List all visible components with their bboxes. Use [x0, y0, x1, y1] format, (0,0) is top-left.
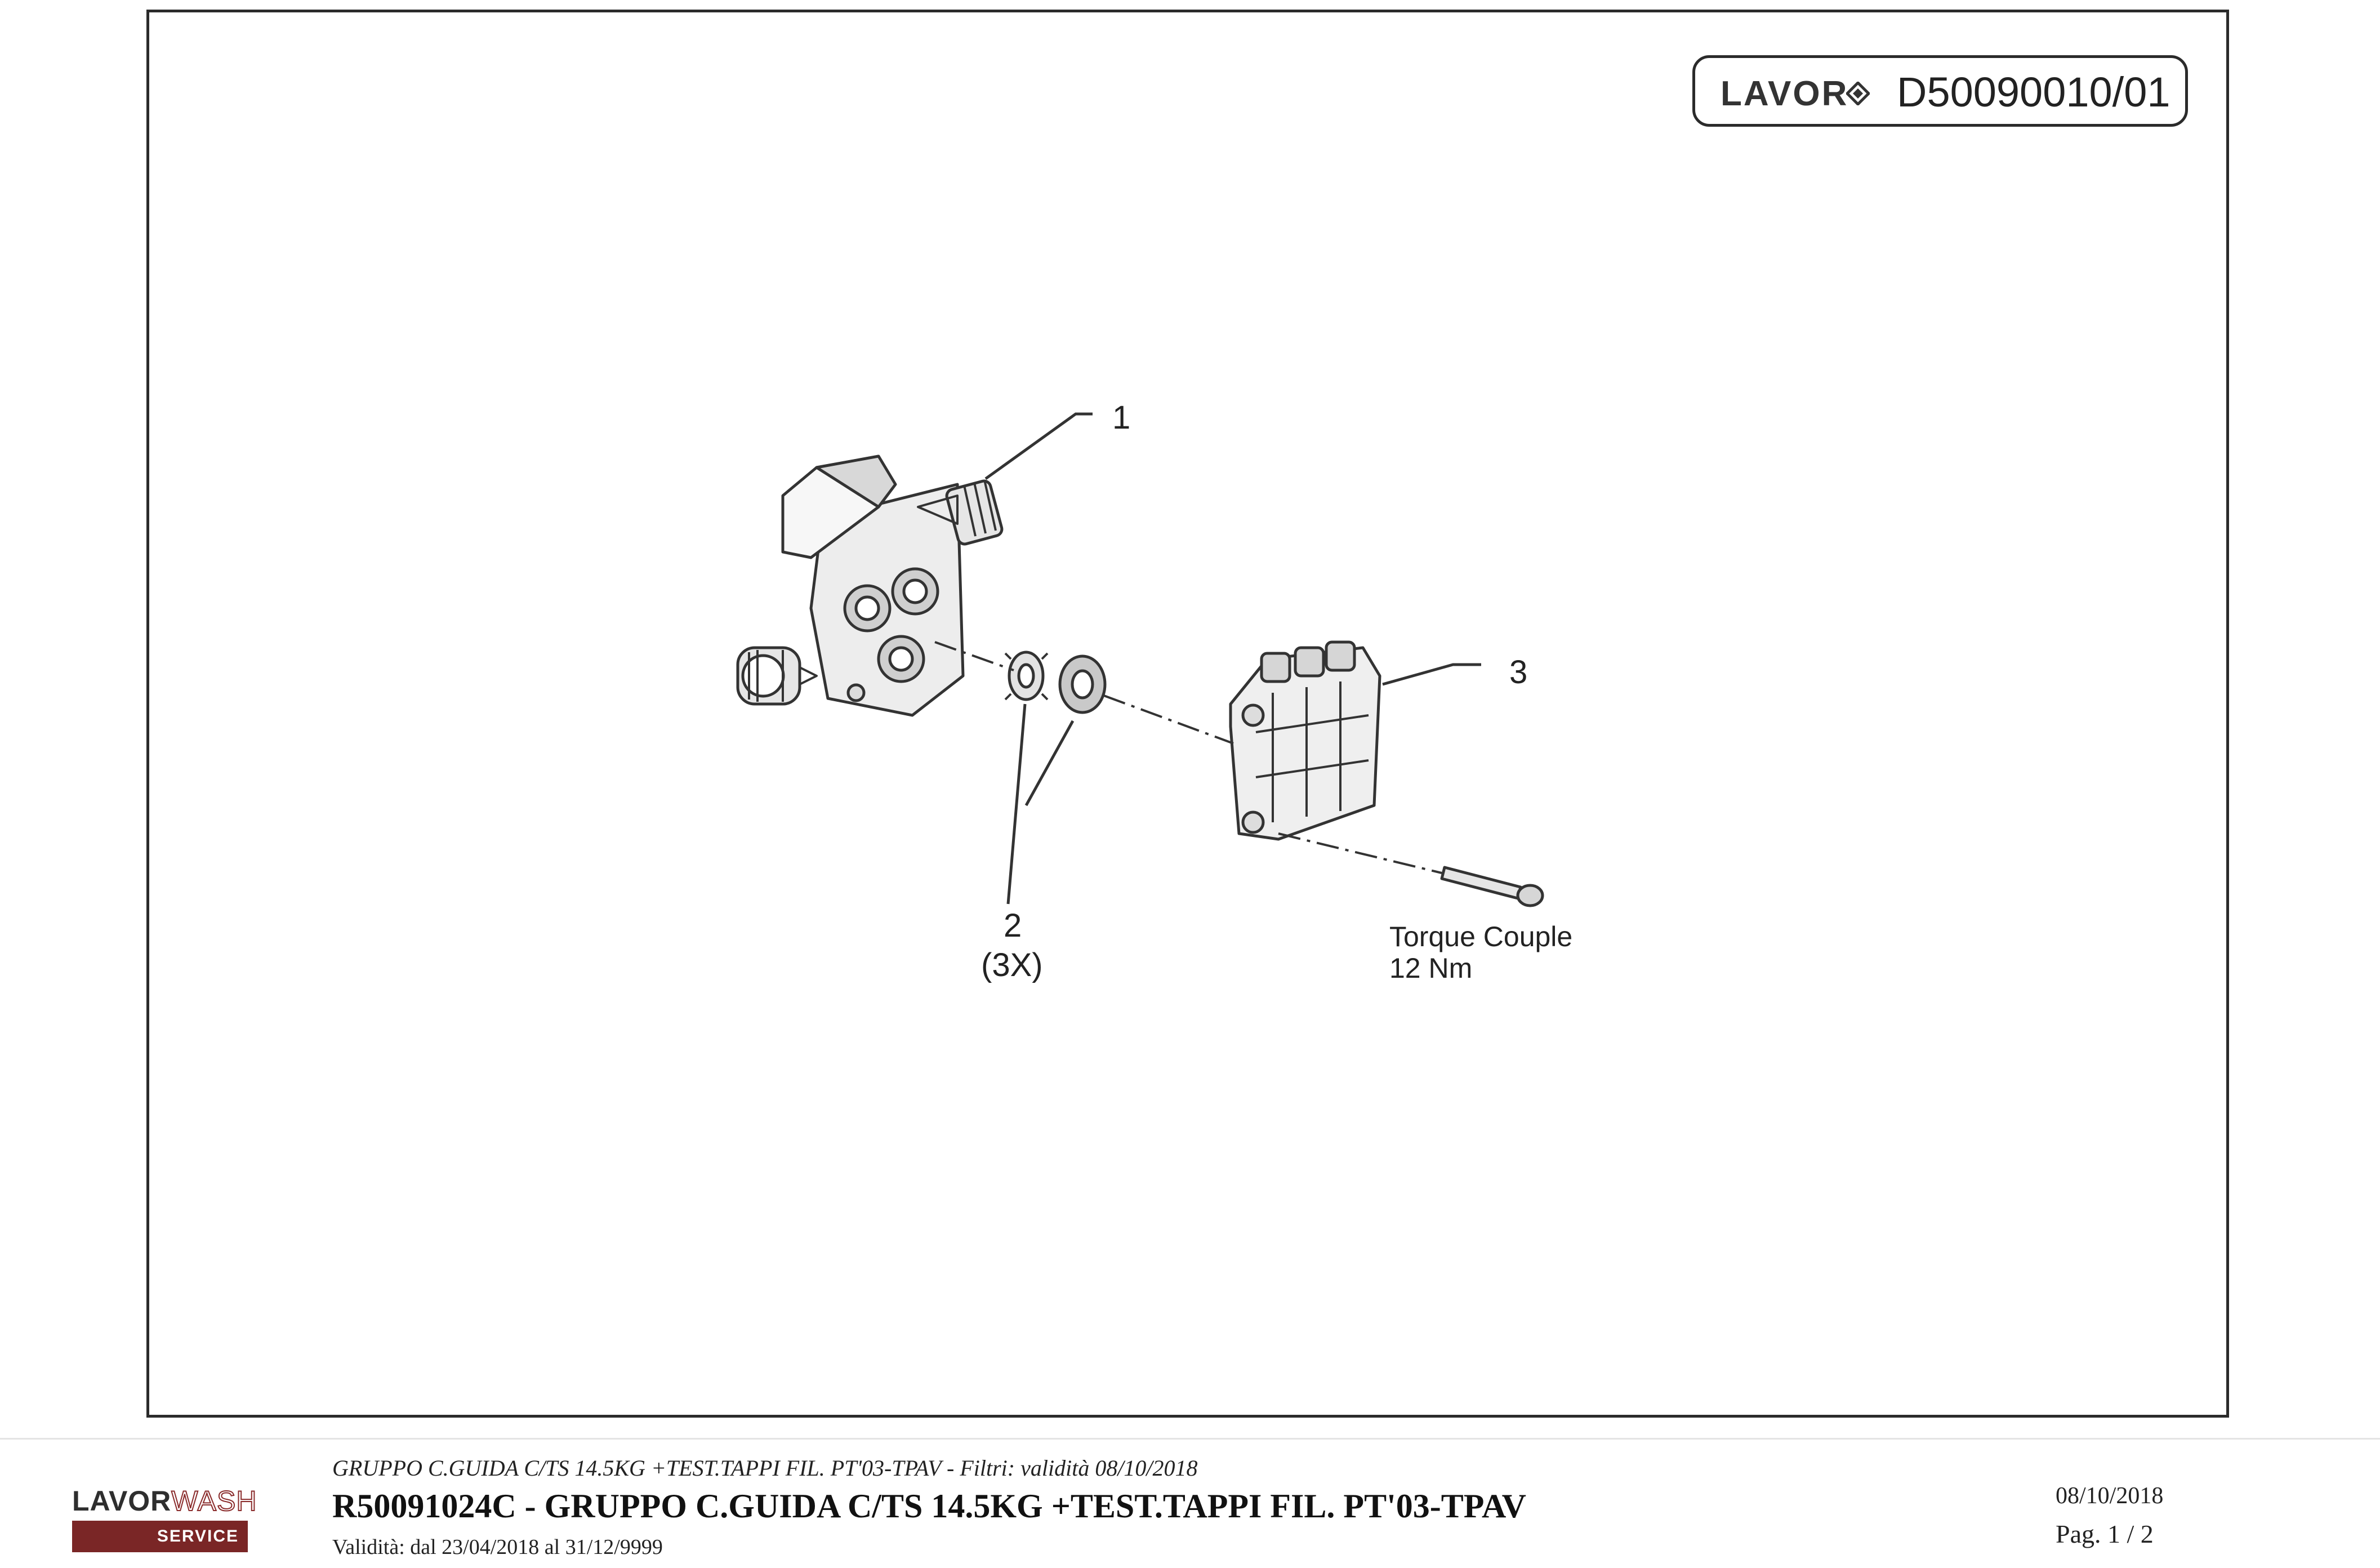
footer-validity: Validità: dal 23/04/2018 al 31/12/9999 [332, 1535, 663, 1559]
washers-part-2 [1004, 651, 1107, 714]
callout-part-2: 2 [1004, 907, 1022, 944]
torque-note-value: 12 Nm [1389, 952, 1473, 984]
callout-part-2-quantity: (3X) [981, 947, 1043, 983]
brand-logo-text: LAVOR [1721, 74, 1849, 113]
drawing-frame [146, 10, 2229, 1418]
logo-wash-text: WASH [171, 1485, 257, 1517]
brand-diamond-icon [1846, 82, 1870, 105]
drawing-code-box: LAVOR D50090010/01 [1692, 55, 2188, 127]
pump-head-part-1 [736, 455, 1004, 717]
footer-divider [0, 1438, 2380, 1440]
drawing-code: D50090010/01 [1897, 69, 2170, 115]
valve-cover-part-3 [1229, 640, 1381, 841]
callout-part-3: 3 [1509, 654, 1528, 691]
footer-title: R50091024C - GRUPPO C.GUIDA C/TS 14.5KG … [332, 1487, 1526, 1525]
callout-part-1: 1 [1112, 399, 1131, 436]
footer-page-number: Pag. 1 / 2 [2056, 1520, 2154, 1548]
logo-service-bar: SERVICE [72, 1521, 248, 1552]
torque-note-label: Torque Couple [1389, 921, 1573, 952]
footer-date: 08/10/2018 [2056, 1483, 2164, 1509]
bolt [1440, 866, 1544, 907]
torque-note: Torque Couple 12 Nm [1389, 921, 1572, 984]
logo-lavor-text: LAVOR [72, 1485, 172, 1517]
lavorwash-service-logo: LAVOR WASH SERVICE [72, 1485, 257, 1554]
footer-subtitle: GRUPPO C.GUIDA C/TS 14.5KG +TEST.TAPPI F… [332, 1455, 1198, 1481]
logo-service-text: SERVICE [157, 1527, 239, 1545]
